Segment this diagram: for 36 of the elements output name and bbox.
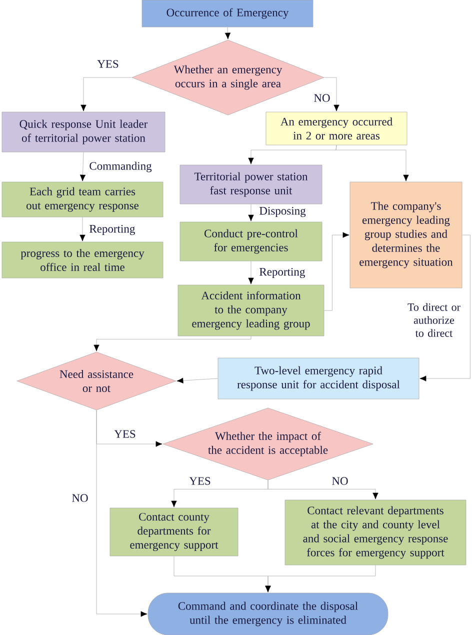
arrow: [80, 77, 132, 112]
arrow: [80, 217, 86, 242]
process-box: Accident information to the company emergency leading group: [178, 284, 324, 336]
arrow: [176, 378, 218, 384]
process-box: Conduct pre-control for emergencies: [180, 222, 322, 262]
edge-label: Reporting: [260, 268, 305, 278]
edge-label: Disposing: [260, 206, 306, 218]
arrow: [420, 234, 470, 382]
edge-label: NO: [72, 494, 88, 502]
arrow: [248, 204, 254, 222]
arrow: [248, 261, 254, 284]
edge-label: To direct or authorize to direct: [408, 303, 460, 337]
arrow: [336, 145, 409, 182]
process-box: Occurrence of Emergency: [142, 0, 314, 28]
arrow: [94, 336, 252, 352]
arrow: [324, 77, 340, 112]
edge-label: YES: [114, 430, 136, 438]
arrow: [96, 410, 148, 617]
arrow: [268, 480, 378, 500]
edge-label: Commanding: [90, 162, 152, 172]
process-box: The company's emergency leading group studies and determines the emergency situation: [350, 182, 462, 288]
arrow: [224, 27, 231, 40]
edge-label: Reporting: [90, 224, 135, 236]
arrow: [80, 152, 86, 182]
process-box: Each grid team carries out emergency response: [2, 182, 164, 218]
edge-label: YES: [97, 60, 118, 68]
process-box: progress to the emergency office in real time: [2, 242, 164, 278]
process-box: Two-level emergency rapid response unit for accident disposal: [218, 358, 420, 400]
process-box: An emergency occurred in 2 or more areas: [266, 112, 408, 146]
terminal-box: Command and coordinate the disposal until the emergency is eliminated: [148, 592, 388, 635]
arrow: [265, 565, 376, 592]
process-box: Contact county departments for emergency support: [110, 508, 238, 556]
arrow: [324, 232, 350, 311]
process-box: Quick response Unit leader of territorial power station: [2, 112, 166, 152]
process-box: Territorial power station fast response unit: [180, 164, 322, 204]
process-box: Contact relevant departments at the city and county level and social emergency response forces for emergency support: [284, 500, 466, 566]
